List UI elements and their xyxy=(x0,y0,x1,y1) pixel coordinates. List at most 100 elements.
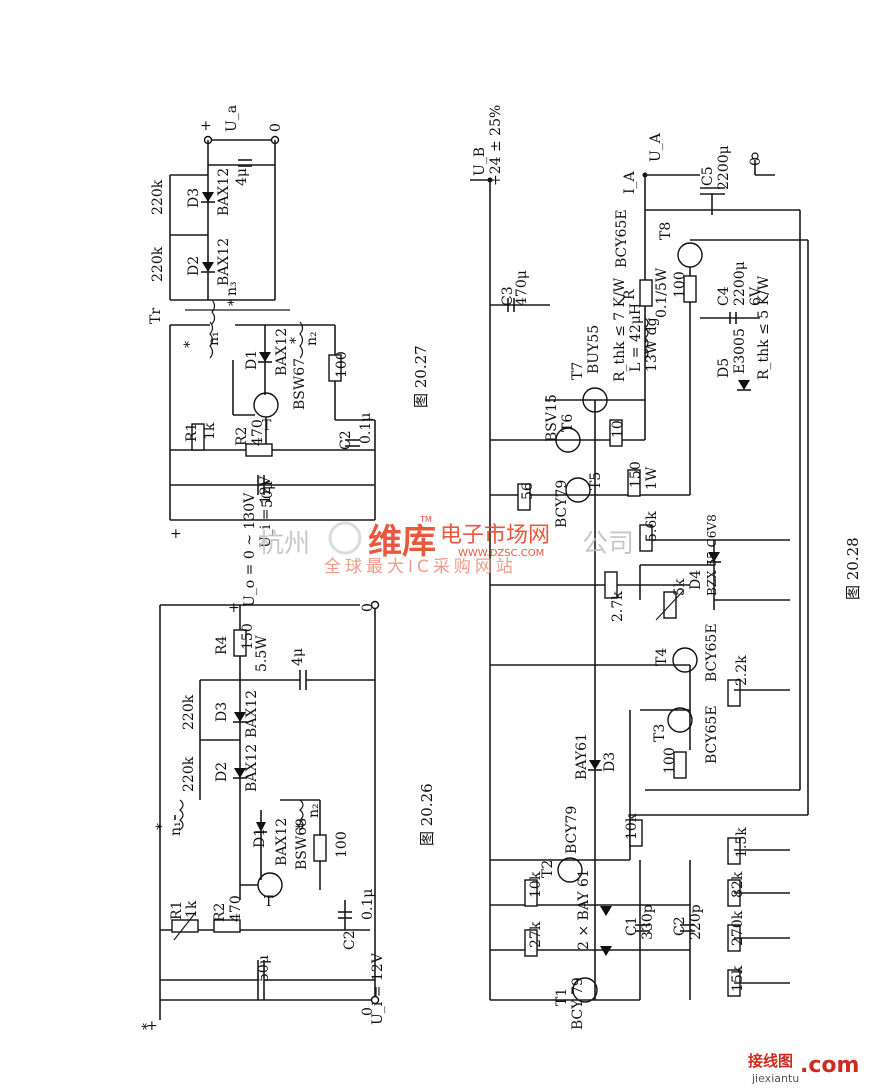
watermark-url: WWW.DZSC.COM xyxy=(458,548,544,559)
plus-terminal: * xyxy=(140,1023,156,1030)
t4-type: BCY65E xyxy=(704,623,720,682)
t3-transistor-icon xyxy=(667,707,693,733)
r10k-resistor xyxy=(629,819,643,847)
c-out-value-27: 4μ xyxy=(234,168,250,186)
d4-label: D4 xyxy=(688,570,704,590)
d-pair-label: 2 × BAY 61 xyxy=(576,869,592,950)
r2-resistor xyxy=(213,919,241,933)
figure-20-26-caption: 图 20.26 xyxy=(418,783,436,846)
watermark-tm: TM xyxy=(419,515,432,524)
r100-resistor xyxy=(313,834,327,862)
t8-transistor-icon xyxy=(677,242,703,268)
c1-value: 330p xyxy=(640,904,656,940)
watermark-brand-text: 电子市场网 xyxy=(440,523,550,548)
jiexiantu-com-text: .com xyxy=(800,1053,859,1078)
r150-resistor xyxy=(627,469,641,497)
n2-winding-27 xyxy=(299,321,304,359)
n1-star-27: * xyxy=(182,341,198,348)
r2-resistor-27 xyxy=(245,443,273,457)
r56-resistor xyxy=(517,483,531,511)
jiexiantu-url-text: jiexiantu xyxy=(751,1072,799,1085)
zero-label-b: 0 xyxy=(360,603,376,612)
d-pair-diode-icon-a xyxy=(600,906,612,916)
c5-label: C5 xyxy=(700,166,716,186)
t2-transistor-icon xyxy=(557,857,583,883)
d2-label: D2 xyxy=(214,762,230,782)
n1-winding xyxy=(179,799,184,831)
r100b-resistor xyxy=(673,751,687,779)
d2-diode-icon xyxy=(234,768,246,778)
c2-label-28: C2 xyxy=(672,916,688,936)
plus-sign-in-27: + xyxy=(170,526,182,542)
d3-diode-icon-27 xyxy=(202,192,214,202)
t-transistor-icon-27 xyxy=(253,392,279,418)
t5-label: T5 xyxy=(588,472,604,490)
figure-20-26: * + + U_i = 12V U_o = 0 ~ 130V 0 0 R4 15… xyxy=(140,492,436,1034)
r1-label: R1 xyxy=(169,901,185,920)
r2-value-27: 470 xyxy=(250,419,266,446)
t8-type: BCY65E xyxy=(614,209,630,268)
r10k-label: 10k xyxy=(624,813,640,840)
zero-label-a: 0 xyxy=(360,1007,376,1016)
r1-value: 1k xyxy=(184,900,200,918)
r-220k-b: 220k xyxy=(181,756,197,792)
d1-diode-icon-27 xyxy=(259,352,271,362)
t8-label: T8 xyxy=(658,222,674,240)
t3-type: BCY65E xyxy=(704,705,720,764)
r82k-label: 82k xyxy=(730,871,746,898)
t4-transistor-icon xyxy=(672,647,698,673)
r2-2k-resistor xyxy=(727,679,741,707)
d5-type: E3005 xyxy=(732,328,748,374)
d1-label: D1 xyxy=(252,828,268,848)
r100-resistor-27 xyxy=(328,354,342,382)
r-220k-b-27: 220k xyxy=(150,246,166,282)
rth5-label: R_thk ≤ 5 K/W xyxy=(756,275,772,380)
r100-resistor-28 xyxy=(683,275,697,303)
r10k-b-label: 10k xyxy=(528,871,544,898)
dzsc-logo-icon xyxy=(328,521,362,555)
t7-type: BUY55 xyxy=(586,325,602,374)
r-220k-a: 220k xyxy=(181,694,197,730)
r2-label: R2 xyxy=(212,903,228,922)
t-label-27: T xyxy=(262,418,272,434)
input-voltage-label-27: U_i = 12V xyxy=(258,475,274,548)
d3-type-28: BAY61 xyxy=(574,733,590,780)
r5-6k-label: 5.6k xyxy=(644,511,660,542)
ub-label: U_B xyxy=(472,147,488,176)
n2-star: * xyxy=(294,823,310,830)
output-voltage-label: U_o = 0 ~ 130V xyxy=(242,492,258,607)
t1-label: T1 xyxy=(554,988,570,1006)
r100-label: 100 xyxy=(334,831,350,858)
r150-power: 1W xyxy=(644,466,660,490)
r2-7k-resistor xyxy=(604,571,618,599)
r2-7k-label: 2.7k xyxy=(610,591,626,622)
d5-diode-icon xyxy=(738,380,750,390)
rth7-label: R_thk ≤ 7 K/W xyxy=(612,277,628,382)
c-out-value: 4μ xyxy=(290,648,306,666)
r150-label: 150 xyxy=(628,461,644,488)
p5k-label: 5k xyxy=(672,578,688,596)
d3-label-28: D3 xyxy=(602,752,618,772)
r15k-label: 15k xyxy=(730,965,746,992)
ub-value: +24 ± 25% xyxy=(488,105,504,186)
d1-label-27: D1 xyxy=(244,350,260,370)
r10k-b-resistor xyxy=(524,879,538,907)
r2-2k-label: 2.2k xyxy=(734,655,750,686)
l-inductor-icon xyxy=(644,317,649,359)
t3-label: T3 xyxy=(652,724,668,742)
n3-star: * xyxy=(226,299,242,306)
r4-resistor xyxy=(233,629,247,657)
c5-value: 2200μ xyxy=(716,145,732,190)
r2-value: 470 xyxy=(228,895,244,922)
r5-6k-resistor xyxy=(639,524,653,552)
t6-transistor-icon xyxy=(555,427,581,453)
n2-label-27: n₂ xyxy=(304,331,320,346)
r-label: R xyxy=(622,289,638,300)
c4-voltage: 6V xyxy=(748,286,764,306)
r100-label-28: 100 xyxy=(672,271,688,298)
t-label: T xyxy=(264,894,274,910)
watermark-dzsc: 杭州 公司 维库 电子市场网 TM WWW.DZSC.COM 全球最大IC采购网… xyxy=(258,515,634,577)
n2-winding xyxy=(299,799,304,831)
r100-label-27: 100 xyxy=(334,351,350,378)
